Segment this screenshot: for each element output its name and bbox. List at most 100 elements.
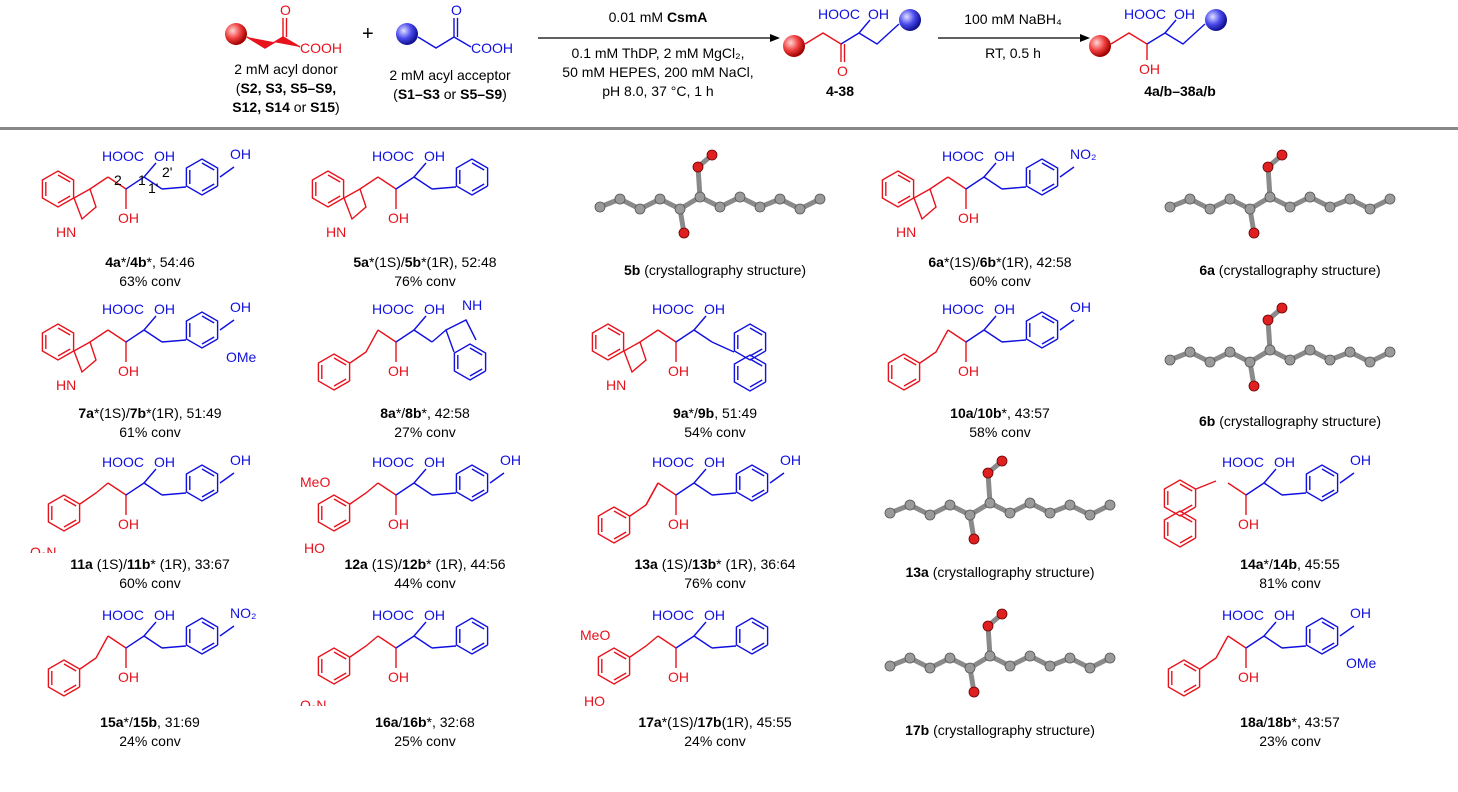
conversion-14: 81% conv <box>1259 575 1321 591</box>
aryl-oh-label: OH <box>1350 452 1371 468</box>
product-hooc: HOOC <box>1124 6 1166 22</box>
donor-label: 2 mM acyl donor (S2, S3, S5–S9, S12, S14… <box>232 61 340 115</box>
step2-conditions: RT, 0.5 h <box>985 45 1041 61</box>
conversion-16: 25% conv <box>394 733 456 749</box>
acceptor-cooh: COOH <box>471 40 513 56</box>
crystal-structure <box>594 149 826 239</box>
oh-label: OH <box>154 301 175 317</box>
crystal-structure <box>1164 302 1396 392</box>
aryl-oh-label: OH <box>230 299 251 315</box>
aryl-oh-label: OH <box>500 452 521 468</box>
caption-6a-xray: 6a (crystallography structure) <box>1199 262 1381 278</box>
conversion-4: 63% conv <box>119 273 181 289</box>
donor-sphere <box>225 23 247 45</box>
molecule-structure: HN OH HOOC OH <box>311 148 489 240</box>
conversion-12: 44% conv <box>394 575 456 591</box>
ome-label: OMe <box>226 349 257 365</box>
aryl-oh-label: OH <box>1350 605 1371 621</box>
num-1p: 1' <box>148 180 158 196</box>
caption-17b-xray: 17b (crystallography structure) <box>905 722 1095 738</box>
donor-carbonyl-o: O <box>280 2 291 18</box>
chain-oh-label: OH <box>958 210 979 226</box>
product-cell-5b-xray <box>580 137 850 252</box>
hooc-label: HOOC <box>652 301 694 317</box>
ho-label: HO <box>304 540 325 553</box>
chain-oh-label: OH <box>1238 669 1259 685</box>
ho-label: HO <box>584 693 605 706</box>
chain-oh-label: OH <box>388 669 409 685</box>
chain-oh-label: OH <box>1238 516 1259 532</box>
conversion-18: 23% conv <box>1259 733 1321 749</box>
product-blue-sphere <box>1205 9 1227 31</box>
molecule-structure: HN OH HOOC OH <box>591 301 767 393</box>
step1-conditions: 0.1 mM ThDP, 2 mM MgCl₂, 50 mM HEPES, 20… <box>562 45 754 99</box>
conversion-13: 76% conv <box>684 575 746 591</box>
oh-label: OH <box>154 607 175 623</box>
oh-label: OH <box>424 148 445 164</box>
oh-label: OH <box>424 607 445 623</box>
intermediate-hooc: HOOC <box>818 6 860 22</box>
hn-label: HN <box>326 224 346 240</box>
crystal-structure <box>884 608 1116 698</box>
aryl-oh-label: OH <box>1070 299 1091 315</box>
hooc-label: HOOC <box>102 301 144 317</box>
hn-label: HN <box>896 224 916 240</box>
oh-label: OH <box>424 454 445 470</box>
oh-label: OH <box>704 301 725 317</box>
hooc-label: HOOC <box>372 607 414 623</box>
conversion-10: 58% conv <box>969 424 1031 440</box>
conversion-6: 60% conv <box>969 273 1031 289</box>
product-cell-9: HN OH HOOC OH <box>580 290 850 405</box>
crystal-structure <box>1164 149 1396 239</box>
chain-oh-label: OH <box>118 363 139 379</box>
donor-cooh: COOH <box>300 40 342 56</box>
product-cell-5: HN OH HOOC OH <box>300 137 550 252</box>
conversion-17: 24% conv <box>684 733 746 749</box>
num-1: 1 <box>138 172 146 188</box>
chain-oh-label: OH <box>388 363 409 379</box>
hooc-label: HOOC <box>372 148 414 164</box>
conversion-7: 61% conv <box>119 424 181 440</box>
product-cell-13a-xray <box>870 443 1130 558</box>
chain-oh-label: OH <box>118 516 139 532</box>
hooc-label: HOOC <box>372 301 414 317</box>
step1-enzyme: 0.01 mM CsmA <box>608 9 708 25</box>
chain-oh-label: OH <box>388 210 409 226</box>
product-oh: OH <box>1174 6 1195 22</box>
oh-label: OH <box>154 454 175 470</box>
chain-oh-label: OH <box>668 669 689 685</box>
hn-label: HN <box>56 224 76 240</box>
hooc-label: HOOC <box>102 148 144 164</box>
oh-label: OH <box>154 148 175 164</box>
oh-label: OH <box>704 607 725 623</box>
ome-label: OMe <box>1346 655 1377 671</box>
oh-label: OH <box>994 301 1015 317</box>
product-label: 4a/b–38a/b <box>1144 83 1216 99</box>
hn-label: HN <box>606 377 626 393</box>
product-cell-6a-xray <box>1150 137 1430 252</box>
chain-oh-label: OH <box>668 363 689 379</box>
acceptor-sphere <box>396 23 418 45</box>
intermediate-oh: OH <box>868 6 889 22</box>
product-red-sphere <box>1089 35 1111 57</box>
chain-oh-label: OH <box>388 516 409 532</box>
hooc-label: HOOC <box>652 454 694 470</box>
